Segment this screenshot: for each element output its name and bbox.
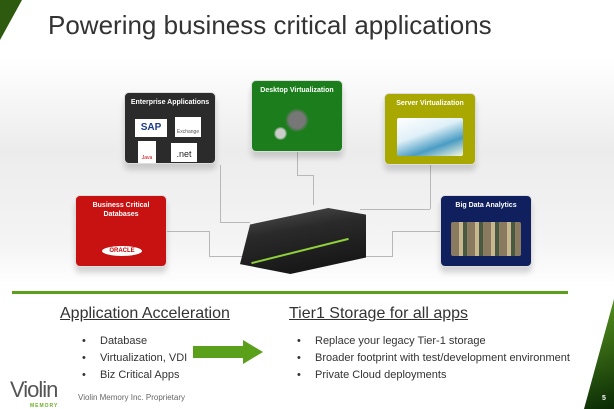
box-server-virtualization: Server Virtualization — [384, 93, 476, 165]
right-heading: Tier1 Storage for all apps — [289, 305, 469, 322]
bullet: • — [297, 335, 301, 347]
box-business-critical-databases: Business Critical Databases ORACLE — [75, 195, 167, 267]
sap-logo: SAP — [135, 119, 167, 137]
connector-line — [297, 175, 313, 176]
list-item: • Broader footprint with test/development… — [297, 350, 570, 367]
connector-line — [209, 231, 210, 256]
bullet: • — [297, 352, 301, 364]
box-label: Business Critical Databases — [92, 202, 150, 218]
connector-line — [360, 256, 393, 257]
box-label: Server Virtualization — [396, 100, 464, 107]
connector-line — [313, 175, 314, 205]
list-item: • Biz Critical Apps — [82, 367, 187, 384]
page-number: 5 — [602, 395, 606, 402]
box-label: Enterprise Applications — [130, 99, 210, 106]
slide-title: Powering business critical applications — [48, 10, 492, 40]
bullet-text: Biz Critical Apps — [100, 369, 180, 381]
connector-line — [392, 231, 393, 256]
bullet-text: Broader footprint with test/development … — [315, 352, 570, 364]
violin-logo-sub: MEMORY — [30, 403, 59, 409]
corner-decoration — [584, 299, 614, 409]
bullet-text: Virtualization, VDI — [100, 352, 188, 364]
java-logo: Java — [138, 141, 156, 163]
box-label: Desktop Virtualization — [260, 87, 334, 94]
bullet-text: Private Cloud deployments — [315, 369, 447, 381]
footer-text: Violin Memory Inc. Proprietary — [78, 393, 185, 402]
connector-line — [209, 256, 249, 257]
left-bullets: • Database • Virtualization, VDI • Biz Crit… — [82, 333, 187, 384]
divider — [12, 291, 568, 294]
list-item: • Private Cloud deployments — [297, 367, 570, 384]
connector-line — [167, 231, 209, 232]
corner-decoration — [0, 0, 22, 40]
connector-line — [220, 222, 250, 223]
connector-line — [392, 231, 440, 232]
list-item: • Database — [82, 333, 187, 350]
connector-line — [430, 165, 431, 209]
bullet-text: Replace your legacy Tier-1 storage — [315, 335, 486, 347]
server-virtualization-image — [397, 118, 463, 156]
box-big-data-analytics: Big Data Analytics — [440, 195, 532, 267]
connector-line — [297, 152, 298, 176]
desktop-virtualization-image — [264, 105, 330, 143]
violin-logo: Violin — [10, 377, 58, 402]
bullet-text: Database — [100, 335, 148, 347]
exchange-logo: Exchange — [175, 117, 201, 137]
box-desktop-virtualization: Desktop Virtualization — [251, 80, 343, 152]
bullet: • — [82, 335, 86, 347]
bullet: • — [82, 369, 86, 381]
right-bullets: • Replace your legacy Tier-1 storage • Bro… — [297, 333, 570, 384]
connector-line — [220, 165, 221, 223]
left-heading: Application Acceleration — [60, 305, 230, 322]
list-item: • Replace your legacy Tier-1 storage — [297, 333, 570, 350]
dotnet-logo: .net — [171, 143, 197, 162]
list-item: • Virtualization, VDI — [82, 350, 187, 367]
bullet: • — [297, 369, 301, 381]
box-enterprise-applications: Enterprise Applications SAP Exchange Jav… — [124, 92, 216, 164]
oracle-logo: ORACLE — [102, 246, 142, 256]
box-label: Big Data Analytics — [455, 202, 517, 209]
connector-line — [360, 209, 430, 210]
bullet: • — [82, 352, 86, 364]
big-data-image — [451, 222, 521, 256]
right-arrow-icon — [193, 340, 263, 364]
